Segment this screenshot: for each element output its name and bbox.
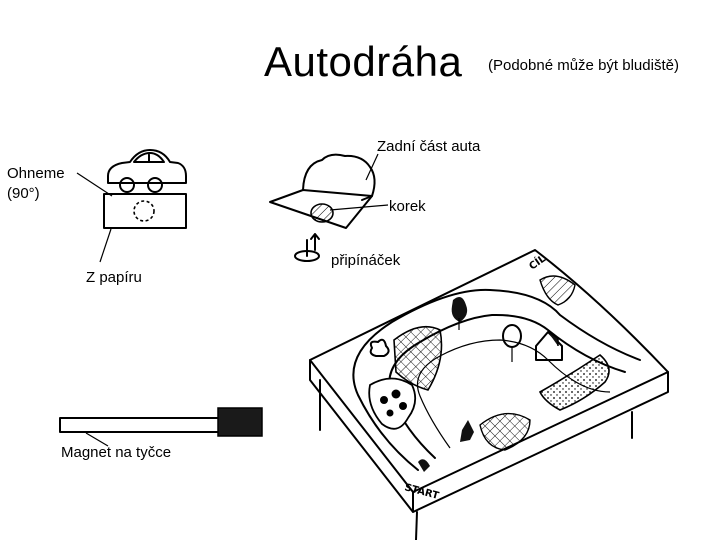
hatched-patch-lower — [480, 414, 530, 450]
leader-bend — [77, 173, 112, 196]
track-lane-outer — [353, 290, 640, 470]
car-wheel-rear — [120, 178, 134, 192]
magnet-stick-figure — [60, 408, 262, 446]
leader-paper — [100, 229, 111, 262]
house-icon — [536, 332, 562, 360]
car-wheel-front — [148, 178, 162, 192]
label-pin: připínáček — [331, 252, 401, 269]
board-top — [310, 250, 668, 492]
board-leg — [416, 512, 417, 540]
cork-position-circle — [134, 201, 154, 221]
finish-patch — [540, 276, 575, 305]
magnet-block — [218, 408, 262, 436]
rock — [391, 389, 401, 399]
palm-tree-icon — [460, 420, 474, 442]
rock — [399, 402, 407, 410]
leader-cork — [330, 205, 388, 210]
rock — [380, 396, 388, 404]
bush-icon — [371, 340, 389, 356]
tree-light-icon — [503, 325, 521, 347]
track-board: CÍL START — [310, 250, 668, 540]
label-cork: korek — [389, 198, 426, 215]
cork-disc — [311, 204, 333, 222]
pin-arrow — [311, 234, 319, 250]
rear-shell — [303, 155, 375, 200]
label-bend: Ohneme (90°) — [7, 165, 65, 202]
car-window — [134, 153, 164, 162]
page-title: Autodráha — [264, 38, 463, 85]
paper-car-figure — [77, 150, 186, 262]
shrub-icon — [418, 459, 430, 472]
tree-dark-icon — [451, 296, 468, 322]
leader-rear — [366, 154, 378, 180]
house-roof — [548, 332, 558, 346]
start-marking: START — [403, 482, 440, 502]
track-lane-middle — [418, 340, 611, 448]
finish-marking: CÍL — [526, 251, 548, 272]
maze-note: (Podobné může být bludiště) — [488, 57, 679, 74]
dotted-patch — [540, 355, 609, 410]
car-rear-figure — [270, 154, 388, 261]
board-edge — [310, 360, 668, 512]
stick — [60, 418, 220, 432]
label-paper: Z papíru — [86, 269, 142, 286]
rock — [386, 409, 394, 417]
label-magnet: Magnet na tyčce — [61, 444, 172, 461]
leader-magnet — [86, 433, 108, 446]
car-body — [108, 150, 186, 183]
lake-patch — [369, 379, 415, 429]
car-base-paper — [104, 194, 186, 228]
label-car-rear: Zadní část auta — [377, 138, 481, 155]
hatched-patch — [394, 327, 442, 390]
